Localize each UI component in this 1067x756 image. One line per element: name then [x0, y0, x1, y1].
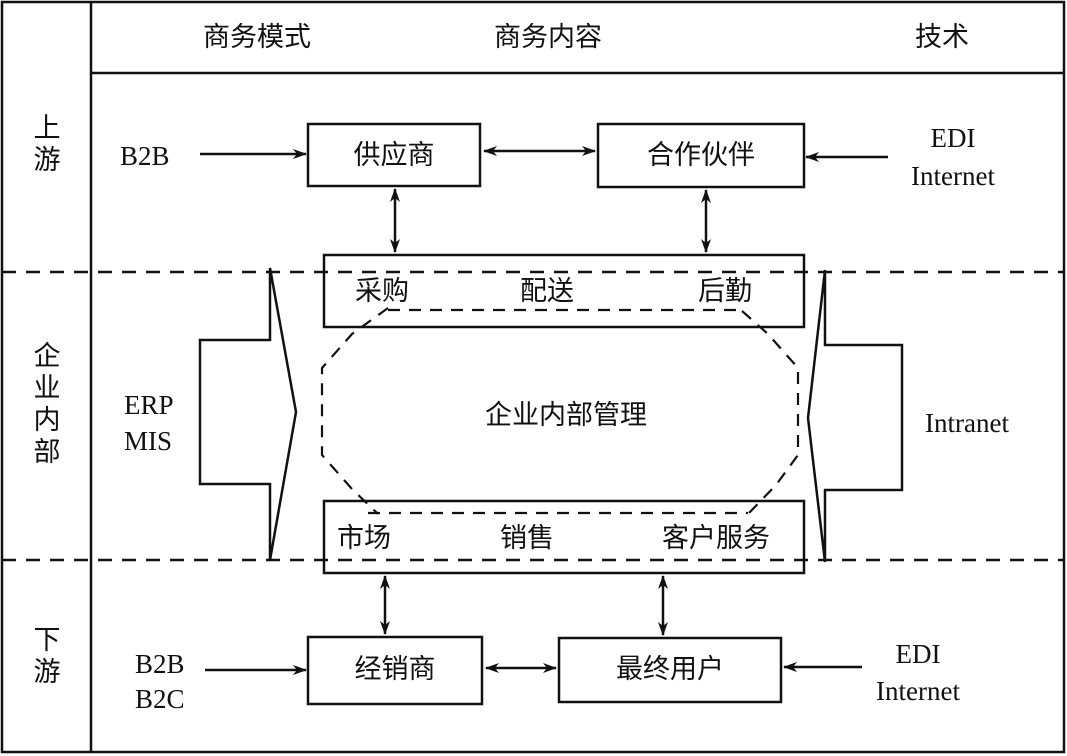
row-label-char: 业	[33, 372, 61, 404]
octagon-upper-left	[320, 307, 389, 515]
process-sales: 销售	[500, 523, 554, 554]
upstream-tech-internet: Internet	[911, 161, 995, 191]
header-technology: 技术	[915, 22, 969, 53]
internal-model-erp: ERP	[124, 390, 174, 420]
internal-model-mis: MIS	[124, 426, 173, 456]
header-business-model: 商务模式	[203, 22, 311, 53]
partner-box	[596, 122, 806, 189]
intranet-arrow-shape	[806, 269, 904, 563]
row-label-upstream: 上 游	[32, 113, 62, 177]
downstream-tech-edi: EDI	[895, 639, 941, 669]
end-user-box	[557, 636, 783, 704]
downstream-tech-internet: Internet	[876, 676, 960, 706]
row-label-downstream: 下 游	[32, 625, 62, 689]
row-label-char: 游	[33, 656, 61, 688]
row-label-char: 游	[33, 144, 61, 176]
supplier-box	[306, 122, 482, 188]
end-user-label: 最终用户	[616, 654, 724, 685]
row-label-char: 下	[33, 625, 61, 656]
row-label-char: 企	[33, 341, 61, 372]
distributor-box	[306, 635, 484, 706]
header-business-content: 商务内容	[494, 22, 602, 53]
bottom-process-box	[322, 499, 806, 575]
process-customer-service: 客户服务	[662, 523, 770, 554]
downstream-model-b2c: B2C	[135, 684, 185, 714]
process-procurement: 采购	[355, 276, 409, 307]
row-label-char: 上	[33, 113, 61, 144]
downstream-model-b2b: B2B	[135, 649, 185, 679]
distributor-label: 经销商	[354, 654, 436, 685]
row-label-char: 部	[33, 436, 61, 468]
partner-label: 合作伙伴	[647, 140, 755, 171]
upstream-model-b2b: B2B	[120, 141, 170, 171]
top-process-box	[322, 253, 806, 329]
upstream-tech-edi: EDI	[930, 123, 976, 153]
process-delivery: 配送	[520, 276, 574, 307]
process-marketing: 市场	[337, 523, 391, 554]
supplier-label: 供应商	[353, 140, 435, 171]
internal-management-label: 企业内部管理	[485, 400, 647, 431]
process-logistics: 后勤	[698, 276, 752, 307]
row-label-char: 内	[33, 404, 61, 436]
internal-tech-intranet: Intranet	[925, 408, 1009, 438]
erp-arrow-shape	[198, 267, 298, 561]
octagon-upper-right	[741, 310, 800, 515]
row-label-internal: 企 业 内 部	[32, 341, 62, 468]
